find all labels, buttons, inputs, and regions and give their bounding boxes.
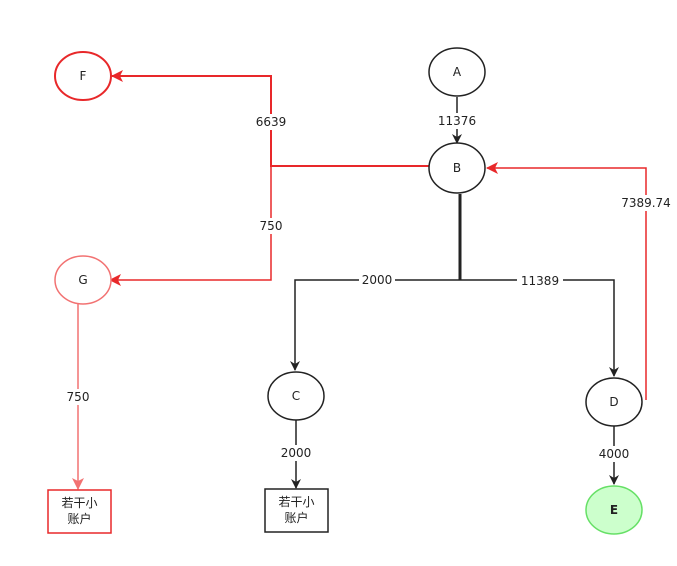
box-mid-line2: 账户 [284, 510, 308, 525]
edge-label-bg [278, 445, 314, 461]
node-b[interactable]: B [428, 142, 486, 194]
node-g[interactable]: G [54, 255, 112, 305]
edge-label-bg [434, 113, 480, 129]
edge-label-b-f: 6639 [256, 115, 287, 129]
edge-label-bg [517, 273, 563, 289]
edge-b-to-c [290, 279, 460, 371]
edge-b-to-d [460, 279, 619, 377]
edge-label-b-c: 2000 [362, 273, 393, 287]
node-d[interactable]: D [585, 377, 643, 427]
edge-label-bg [256, 218, 286, 234]
node-e[interactable]: E [585, 485, 643, 535]
node-f-label: F [80, 69, 87, 83]
node-g-label: G [78, 273, 87, 287]
edge-label-bg [63, 389, 93, 405]
node-a-label: A [453, 65, 462, 79]
edge-label-d-b: 7389.74 [621, 196, 671, 210]
box-mid-line1: 若干小 [278, 495, 314, 509]
node-c[interactable]: C [267, 371, 325, 421]
node-f[interactable]: F [54, 51, 112, 101]
edge-label-bg [619, 195, 673, 211]
edge-label-bg [359, 272, 395, 288]
edge-b-to-g [109, 166, 272, 286]
edge-label-b-g: 750 [260, 219, 283, 233]
edge-label-c-box: 2000 [281, 446, 312, 460]
edge-label-b-d: 11389 [521, 274, 559, 288]
edge-label-d-e: 4000 [599, 447, 630, 461]
node-a[interactable]: A [428, 47, 486, 97]
edge-d-to-b [486, 162, 647, 400]
box-left-sub-accounts[interactable]: 若干小 账户 [47, 489, 112, 534]
node-b-label: B [453, 161, 461, 175]
box-left-line2: 账户 [67, 511, 91, 526]
edge-label-g-box: 750 [67, 390, 90, 404]
node-d-label: D [609, 395, 618, 409]
box-mid-sub-accounts[interactable]: 若干小 账户 [264, 488, 329, 533]
edge-label-bg [252, 114, 290, 130]
box-left-line1: 若干小 [61, 496, 97, 510]
edge-label-a-b: 11376 [438, 114, 476, 128]
node-c-label: C [292, 389, 300, 403]
edge-label-bg [596, 446, 632, 462]
node-e-label: E [610, 503, 618, 517]
